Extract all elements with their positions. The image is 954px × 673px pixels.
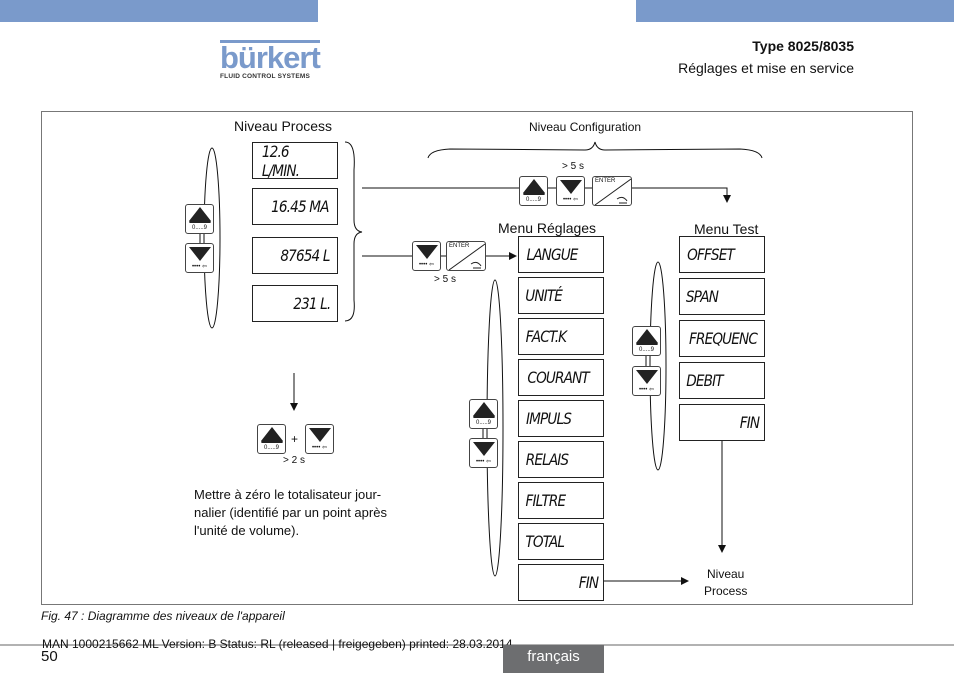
up-arrow-icon <box>636 330 658 344</box>
diagram-frame <box>41 111 913 605</box>
up-arrow-icon <box>523 180 545 194</box>
down-arrow-icon <box>636 370 658 384</box>
plus-sign: + <box>291 432 299 446</box>
reglages-courant: COURANT <box>518 359 604 396</box>
shift-arrow-icon: •••• ⇦ <box>311 445 328 451</box>
up-arrow-key[interactable]: 0.....9 <box>257 424 286 454</box>
reglages-filtre: FILTRE <box>518 482 604 519</box>
down-arrow-icon <box>473 442 495 456</box>
shift-arrow-icon: •••• ⇦ <box>562 197 579 203</box>
figure-caption: Fig. 47 : Diagramme des niveaux de l'app… <box>41 609 285 623</box>
up-arrow-icon <box>189 208 211 222</box>
down-arrow-icon <box>189 247 211 261</box>
page-number: 50 <box>41 648 58 665</box>
shift-arrow-icon: •••• ⇦ <box>475 459 492 465</box>
menu-reglages-label: Menu Réglages <box>498 220 597 236</box>
process-display-current: 16.45 MA <box>252 188 338 225</box>
hand-icon <box>448 243 485 270</box>
reglages-impuls: IMPULS <box>518 400 604 437</box>
up-arrow-key[interactable]: 0.....9 <box>632 326 661 356</box>
niveau-process-label: Niveau Process <box>234 118 333 134</box>
menu-test-label: Menu Test <box>694 221 759 237</box>
reglages-relais: RELAIS <box>518 441 604 478</box>
reset-description: Mettre à zéro le totalisateur jour-nalie… <box>194 487 387 538</box>
shift-arrow-icon: •••• ⇦ <box>638 387 655 393</box>
enter-key[interactable]: ENTER <box>446 241 486 271</box>
header-bar-right <box>636 0 954 22</box>
down-arrow-icon <box>560 180 582 194</box>
section-title: Réglages et mise en service <box>678 60 854 76</box>
down-arrow-key[interactable]: •••• ⇦ <box>305 424 334 454</box>
niveau-configuration-label: Niveau Configuration <box>529 120 642 134</box>
language-tab: français <box>503 645 604 673</box>
down-arrow-icon <box>309 428 331 442</box>
up-arrow-key[interactable]: 0.....9 <box>469 399 498 429</box>
burkert-logo: bürkert FLUID CONTROL SYSTEMS <box>220 40 321 80</box>
enter-key[interactable]: ENTER <box>592 176 632 206</box>
hold-time-reglages: > 5 s <box>434 274 456 285</box>
process-display-daily-totalizer: 231 L. <box>252 285 338 322</box>
document-type: Type 8025/8035 <box>752 38 854 54</box>
reglages-fact-k: FACT.K <box>518 318 604 355</box>
test-offset: OFFSET <box>679 236 765 273</box>
down-arrow-key[interactable]: •••• ⇦ <box>469 438 498 468</box>
reglages-fin: FIN <box>518 564 604 601</box>
shift-arrow-icon: •••• ⇦ <box>191 264 208 270</box>
test-span: SPAN <box>679 278 765 315</box>
down-arrow-key[interactable]: •••• ⇦ <box>412 241 441 271</box>
up-arrow-icon <box>473 403 495 417</box>
hold-time-reset: > 2 s <box>283 455 305 466</box>
reglages-total: TOTAL <box>518 523 604 560</box>
up-arrow-key[interactable]: 0.....9 <box>519 176 548 206</box>
down-arrow-key[interactable]: •••• ⇦ <box>632 366 661 396</box>
reglages-unite: UNITÉ <box>518 277 604 314</box>
hold-time-config: > 5 s <box>562 161 584 172</box>
up-arrow-key[interactable]: 0.....9 <box>185 204 214 234</box>
process-display-flow: 12.6 L/MIN. <box>252 142 338 180</box>
reglages-langue: LANGUE <box>518 236 604 273</box>
header-bar-left <box>0 0 318 22</box>
down-arrow-key[interactable]: •••• ⇦ <box>556 176 585 206</box>
test-frequenc: FREQUENC <box>679 320 765 357</box>
test-debit: DEBIT <box>679 362 765 399</box>
process-display-totalizer: 87654 L <box>252 237 338 274</box>
hand-icon <box>594 178 631 205</box>
up-arrow-icon <box>261 428 283 442</box>
document-info: MAN 1000215662 ML Version: B Status: RL … <box>42 637 513 651</box>
shift-arrow-icon: •••• ⇦ <box>418 262 435 268</box>
test-fin: FIN <box>679 404 765 441</box>
down-arrow-icon <box>416 245 438 259</box>
down-arrow-key[interactable]: •••• ⇦ <box>185 243 214 273</box>
